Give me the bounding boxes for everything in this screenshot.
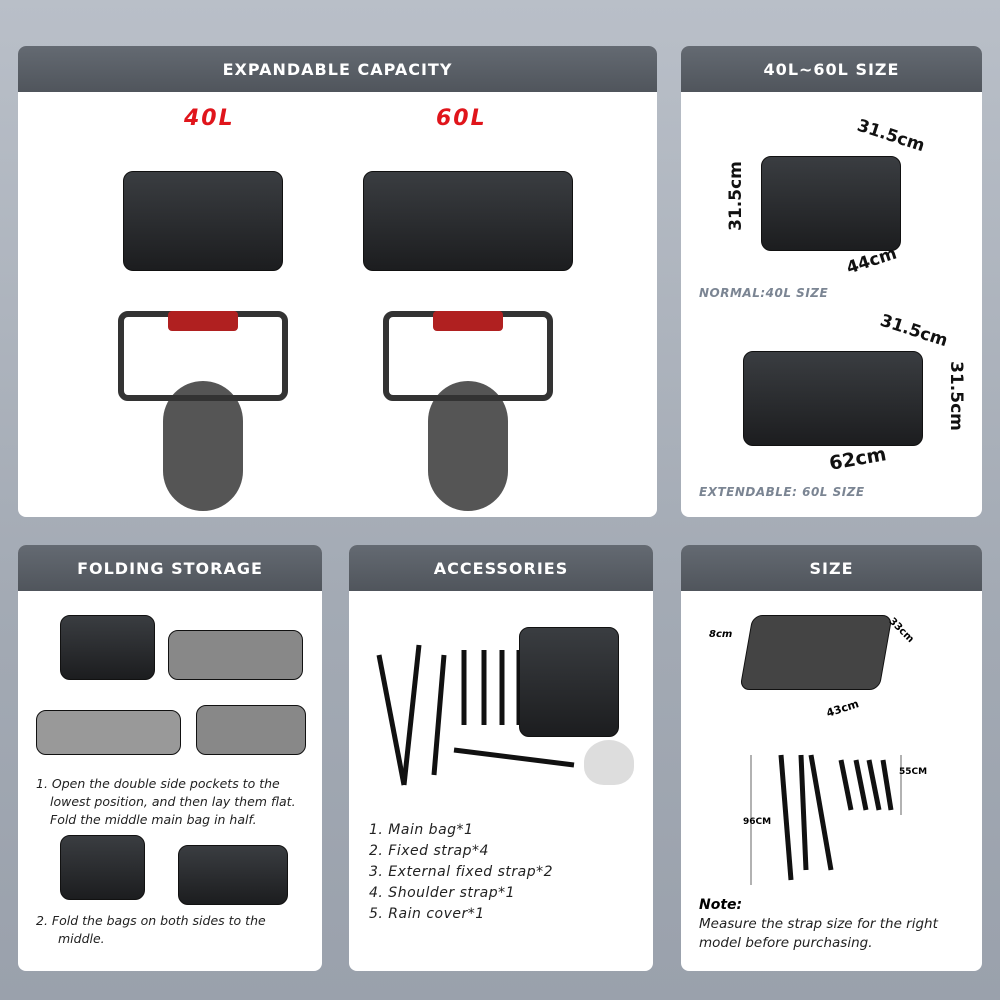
40l-label: 40L bbox=[184, 106, 235, 131]
bag-image bbox=[60, 615, 155, 680]
60l-label: 60L bbox=[436, 106, 487, 131]
bag-fold-image bbox=[196, 705, 306, 755]
bag-folded-image bbox=[178, 845, 288, 905]
bag-extended-image bbox=[743, 351, 923, 446]
folded-bag-image bbox=[739, 615, 893, 690]
dim-length: 62cm bbox=[827, 443, 888, 475]
strap-long-length: 96CM bbox=[743, 817, 772, 827]
list-item: 3. External fixed strap*2 bbox=[369, 864, 554, 880]
note-title: Note: bbox=[699, 897, 743, 913]
rain-cover-image bbox=[584, 740, 634, 785]
accessories-panel: ACCESSORIES 1. Main bag*1 2. Fixed strap… bbox=[349, 545, 653, 971]
step-2-text: 2. Fold the bags on both sides to the mi… bbox=[36, 913, 266, 946]
panel-header: EXPANDABLE CAPACITY bbox=[18, 46, 657, 92]
extended-caption: EXTENDABLE: 60L SIZE bbox=[699, 485, 865, 499]
bag-fold-step2-image bbox=[60, 835, 145, 900]
size-range-panel: 40L~60L SIZE 31.5cm 31.5cm 44cm NORMAL:4… bbox=[681, 46, 982, 517]
panel-header: FOLDING STORAGE bbox=[18, 545, 322, 591]
panel-header: SIZE bbox=[681, 545, 982, 591]
expandable-capacity-panel: EXPANDABLE CAPACITY 40L 60L bbox=[18, 46, 657, 517]
panel-header: 40L~60L SIZE bbox=[681, 46, 982, 92]
main-bag-image bbox=[519, 627, 619, 737]
bag-flat-image bbox=[36, 710, 181, 755]
accessories-list: 1. Main bag*1 2. Fixed strap*4 3. Extern… bbox=[369, 820, 553, 925]
dim-height: 31.5cm bbox=[945, 361, 966, 431]
dim-depth: 33cm bbox=[886, 615, 916, 646]
bag-normal-image bbox=[761, 156, 901, 251]
motorcycle-60l-image bbox=[363, 141, 573, 511]
dim-height: 31.5cm bbox=[725, 161, 746, 231]
normal-caption: NORMAL:40L SIZE bbox=[699, 286, 829, 300]
folding-storage-panel: FOLDING STORAGE 1. Open the double side … bbox=[18, 545, 322, 971]
step-1-text: 1. Open the double side pockets to the l… bbox=[36, 776, 296, 827]
straps-size-image bbox=[750, 754, 902, 885]
list-item: 5. Rain cover*1 bbox=[369, 906, 485, 922]
list-item: 4. Shoulder strap*1 bbox=[369, 885, 516, 901]
dim-width: 31.5cm bbox=[877, 310, 951, 352]
motorcycle-40l-image bbox=[108, 141, 298, 511]
size-panel: SIZE 8cm 33cm 43cm 96CM 55CM Note: Measu… bbox=[681, 545, 982, 971]
panel-header: ACCESSORIES bbox=[349, 545, 653, 591]
dim-width: 31.5cm bbox=[854, 115, 928, 157]
note-text: Measure the strap size for the right mod… bbox=[699, 916, 938, 951]
dim-height: 8cm bbox=[709, 629, 733, 640]
strap-short-length: 55CM bbox=[899, 767, 928, 777]
bag-open-image bbox=[168, 630, 303, 680]
dim-length: 43cm bbox=[824, 697, 861, 720]
list-item: 2. Fixed strap*4 bbox=[369, 843, 489, 859]
list-item: 1. Main bag*1 bbox=[369, 822, 474, 838]
